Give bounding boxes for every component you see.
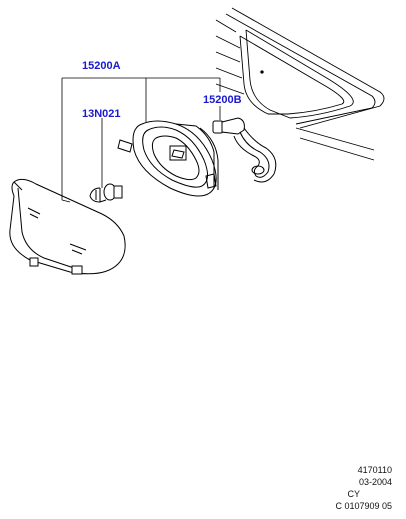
footer-line-3: CY — [347, 489, 360, 499]
footer-line-4: C 0107909 05 — [335, 501, 392, 511]
lamp-housing — [117, 120, 219, 197]
lamp-lens — [9, 178, 126, 275]
footer-reference: 4170110 03-2004 CY C 0107909 05 — [335, 464, 392, 512]
callout-connector: 15200B — [203, 94, 242, 106]
callout-bulb: 13N021 — [82, 108, 121, 120]
footer-line-2: 03-2004 — [358, 477, 392, 487]
footer-line-1: 4170110 — [357, 465, 392, 475]
bulb — [89, 183, 123, 203]
leader-lines — [61, 77, 221, 203]
connector-harness — [212, 117, 277, 183]
callout-housing: 15200A — [82, 60, 121, 72]
bumper-panel — [215, 7, 385, 161]
